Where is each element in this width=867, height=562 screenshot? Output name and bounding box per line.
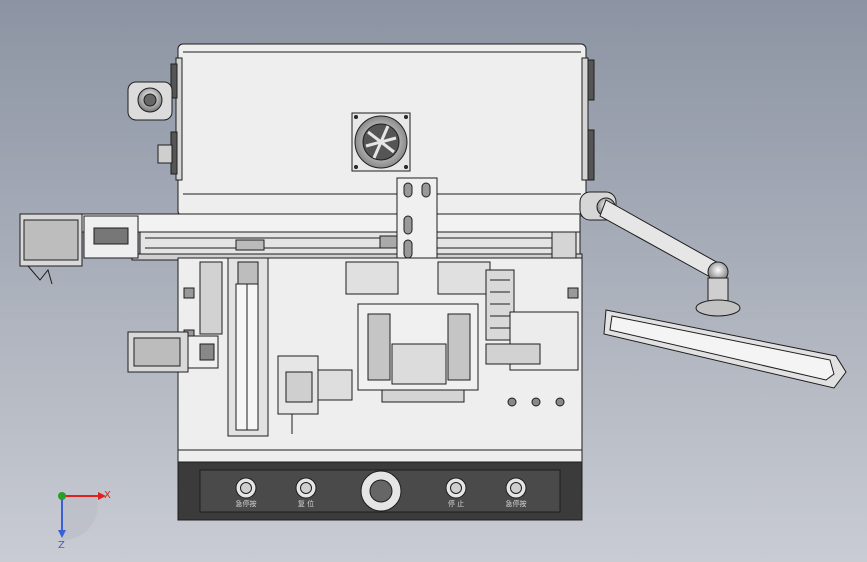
control-button[interactable]: 复 位 <box>295 477 317 508</box>
cable-chain <box>485 269 515 341</box>
control-button-label: 复 位 <box>298 499 314 508</box>
monitor-arm <box>579 191 741 317</box>
control-button[interactable]: 停 止 <box>445 477 467 508</box>
control-button[interactable]: 急停按 <box>235 477 257 508</box>
work-fixture <box>345 261 491 403</box>
pressure-regulator-icon <box>127 81 173 164</box>
servo-motor-y <box>127 331 219 373</box>
axis-triad: X Z <box>58 490 111 551</box>
emergency-stop-button[interactable] <box>360 470 402 512</box>
touch-monitor <box>603 309 847 389</box>
push-button-icon <box>505 477 527 499</box>
axis-z-label: Z <box>58 540 65 551</box>
push-button-icon <box>235 477 257 499</box>
cooling-fan-icon <box>351 112 411 172</box>
control-button[interactable]: 急停按 <box>505 477 527 508</box>
right-mounting-plate <box>485 311 579 407</box>
control-button-label: 急停按 <box>506 499 527 508</box>
axis-x-label: X <box>104 490 111 501</box>
push-button-icon <box>445 477 467 499</box>
feeder-assembly <box>277 355 353 434</box>
control-button-label: 急停按 <box>236 499 257 508</box>
vertical-linear-axis <box>199 257 269 437</box>
push-button-icon <box>295 477 317 499</box>
emergency-stop-icon <box>360 470 402 512</box>
servo-motor-x <box>19 213 139 285</box>
control-button-label: 停 止 <box>448 499 464 508</box>
gantry-beam <box>79 213 583 261</box>
